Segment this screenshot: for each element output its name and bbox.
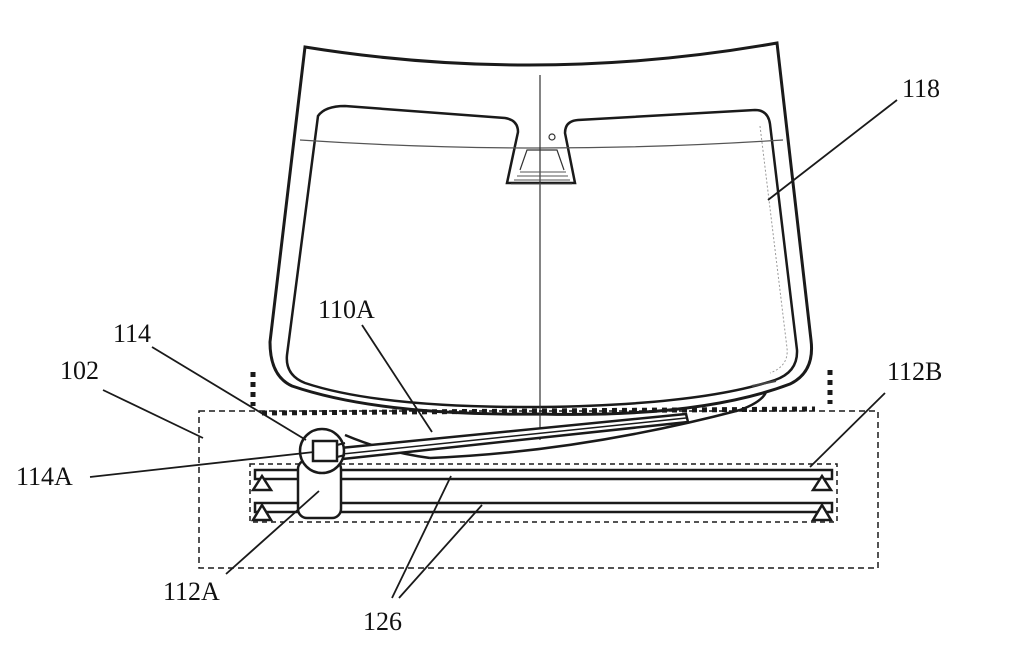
label-112B: 112B xyxy=(887,357,942,386)
label-114A: 114A xyxy=(16,462,73,491)
cowl-curve xyxy=(429,391,768,460)
cowl-dotted-line xyxy=(261,406,816,416)
windshield-shade-band xyxy=(299,139,784,149)
wiper-module-dashed-box xyxy=(198,410,879,569)
label-118: 118 xyxy=(902,74,940,103)
windshield-mark xyxy=(751,380,777,387)
windshield-inner-trim xyxy=(759,125,788,374)
rail-supports xyxy=(250,473,834,522)
label-126: 126 xyxy=(363,607,402,636)
leader-lines xyxy=(89,99,898,599)
sensor-mount xyxy=(511,133,572,185)
wiper-pivot-head xyxy=(311,439,339,463)
linear-rails xyxy=(253,468,834,514)
rail-dashed-box xyxy=(249,463,838,523)
label-102: 102 xyxy=(60,356,99,385)
windshield-outer-outline xyxy=(268,41,814,416)
label-112A: 112A xyxy=(163,577,220,606)
windshield-inner-outline xyxy=(285,104,799,409)
label-114: 114 xyxy=(113,319,151,348)
label-110A: 110A xyxy=(318,295,375,324)
